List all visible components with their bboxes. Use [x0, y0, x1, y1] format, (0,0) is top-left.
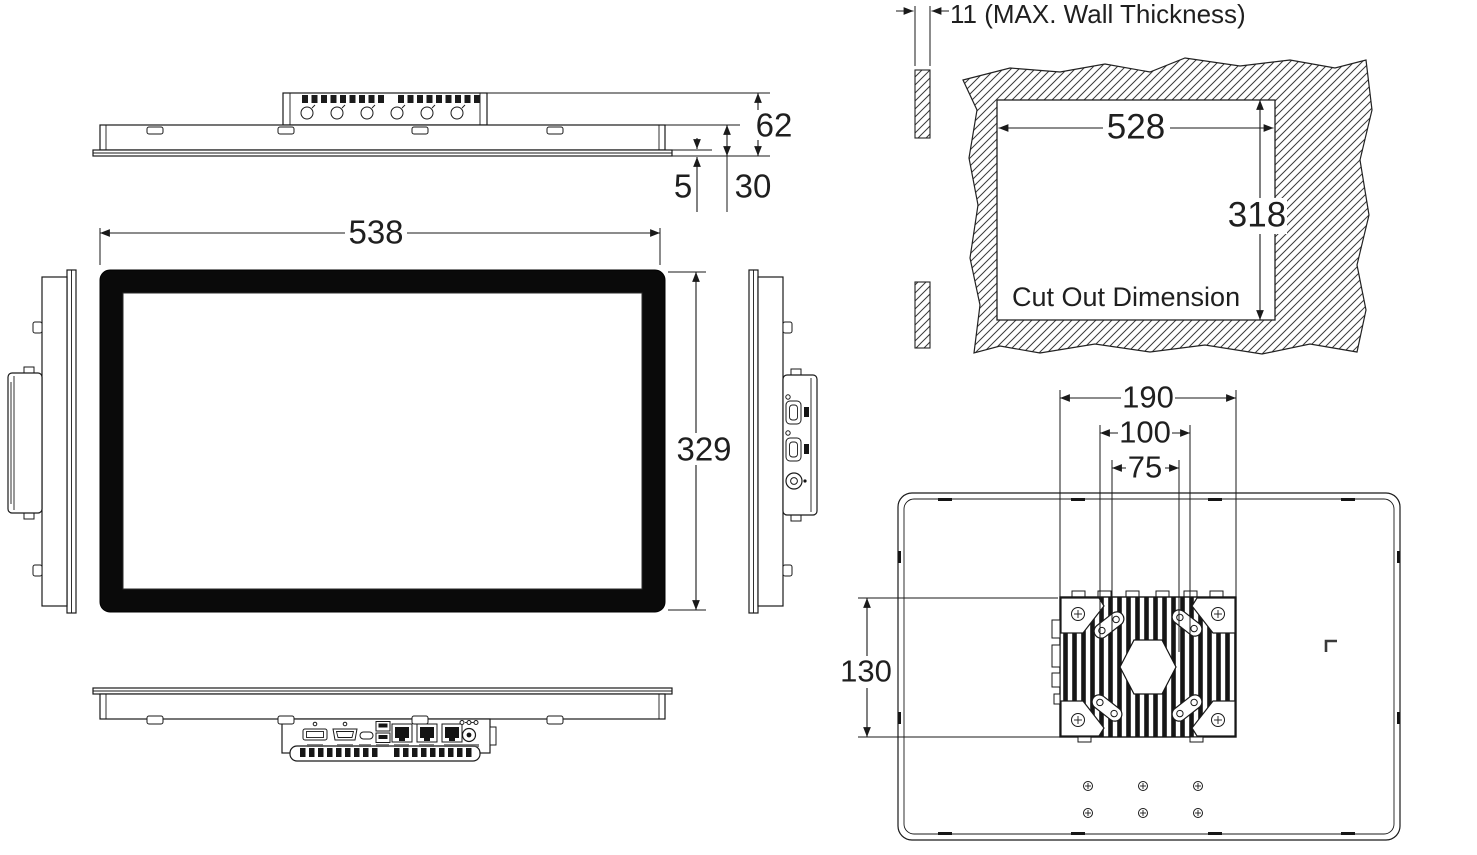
- dim-label-538: 538: [348, 214, 403, 251]
- screw-hole: [312, 721, 318, 727]
- wall-thickness-bar-top: [914, 69, 931, 139]
- cutout-height-dimension: 318: [1228, 100, 1287, 320]
- dim-label-30: 30: [735, 168, 772, 205]
- heatsink-center-channel: [1119, 639, 1177, 695]
- right-side-view: [748, 269, 818, 614]
- dim-label-62: 62: [756, 107, 793, 144]
- rear-view: 190 100 75 130: [840, 380, 1401, 841]
- front-view: 538 329: [99, 214, 732, 613]
- lan-port-3: [441, 723, 463, 743]
- usb-c-port: [359, 731, 374, 740]
- wall-thickness-note: 11 (MAX. Wall Thickness): [950, 0, 1246, 29]
- bottom-box-side-nub: [489, 726, 497, 746]
- bottom-view: [92, 687, 673, 762]
- dim-label-190: 190: [1122, 380, 1174, 415]
- left-side-rear-box: [7, 372, 43, 514]
- serial-port-1: [785, 394, 809, 425]
- cutout-width-dimension: 528: [998, 108, 1274, 147]
- left-side-body: [41, 276, 68, 607]
- left-side-tab-bottom: [32, 564, 43, 577]
- dc-power-terminal: [459, 720, 479, 743]
- top-view-latch-tabs: [146, 126, 564, 135]
- rear-cover-inner-line: [903, 498, 1395, 835]
- vesa-mount-slots: [1091, 609, 1203, 722]
- dim-label-318: 318: [1228, 196, 1286, 235]
- cutout-view: 528 318 Cut Out Dimension 11 (MAX. Wall …: [896, 0, 1373, 355]
- vesa-dimensions: 190 100 75: [1059, 380, 1237, 652]
- rear-bottom-screws: [1083, 781, 1203, 818]
- lan-port-2: [416, 723, 438, 743]
- usb-a-ports: [375, 721, 391, 743]
- top-view-panel-body: [99, 124, 666, 151]
- right-side-body: [757, 276, 784, 607]
- bracket-height-dimension: 130: [840, 597, 1090, 738]
- serial-port-2: [785, 430, 809, 462]
- dim-label-100: 100: [1119, 415, 1171, 450]
- hdmi-port: [332, 728, 358, 741]
- front-view-dimensions: 538 329: [99, 214, 732, 611]
- top-view: 62 30 5: [92, 92, 794, 212]
- orientation-corner-mark: [1324, 639, 1337, 652]
- left-side-view: [7, 269, 77, 614]
- heatsink: [1051, 590, 1237, 743]
- top-view-dimensions: 62 30 5: [487, 92, 794, 212]
- left-side-tab-top: [32, 321, 43, 334]
- bottom-view-panel-body: [99, 693, 666, 720]
- cutout-opening: [996, 99, 1276, 321]
- dim-label-130: 130: [840, 654, 892, 689]
- front-screen: [122, 292, 643, 590]
- top-view-screw-holes: [300, 104, 466, 120]
- port-label-marks: [307, 744, 479, 747]
- displayport-port: [302, 728, 328, 741]
- lan-port-1: [391, 723, 413, 743]
- screw-hole: [342, 721, 348, 727]
- cutout-caption: Cut Out Dimension: [1012, 282, 1240, 312]
- dim-label-75: 75: [1128, 450, 1162, 485]
- heatsink-bottom-nub: [1189, 736, 1204, 743]
- bottom-vent-slots: [300, 748, 472, 757]
- dim-label-528: 528: [1107, 108, 1165, 147]
- heatsink-bottom-nub: [1077, 736, 1092, 743]
- dim-label-5: 5: [674, 168, 692, 205]
- heatsink-corner-plates: [1060, 597, 1236, 737]
- right-side-tab-top: [782, 321, 793, 334]
- top-view-vent-slots: [302, 95, 480, 103]
- wall-thickness-bar-bottom: [914, 281, 931, 349]
- dim-label-329: 329: [676, 431, 731, 468]
- right-side-tab-bottom: [782, 564, 793, 577]
- rear-edge-ticks: [898, 498, 1400, 835]
- wall-thickness-dimension: 11 (MAX. Wall Thickness): [896, 0, 1246, 66]
- dc-power-jack-side: [785, 472, 807, 490]
- heatsink-side-connectors: [1051, 619, 1061, 705]
